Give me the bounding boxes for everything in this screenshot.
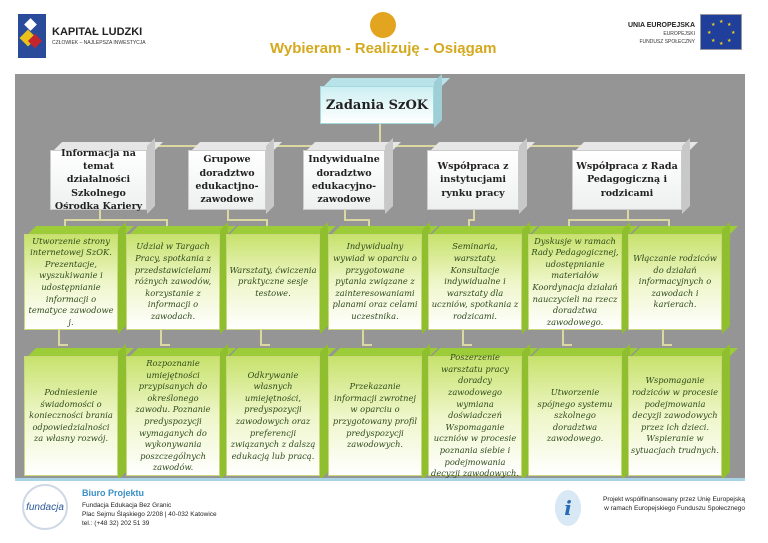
task-box: Wspomaganie rodziców w procesie podejmow… <box>628 344 738 480</box>
task-box-text: Utworzenie strony internetowej SzOK. Pre… <box>28 235 114 327</box>
category-box-text: Grupowe doradztwo edukactjno-zawodowe <box>195 154 259 206</box>
connector-line <box>668 219 670 229</box>
task-box: Podniesienie świadomości o konieczności … <box>24 344 134 480</box>
kl-title: KAPITAŁ LUDZKI <box>52 26 143 38</box>
info-icon: i <box>555 490 581 526</box>
slogan: Wybieram - Realizuję - Osiągam <box>270 40 497 57</box>
task-box-text: Indywidualny wywiad w oparciu o przygoto… <box>332 241 418 322</box>
ue-title: UNIA EUROPEJSKA <box>627 22 695 29</box>
connector-line <box>562 330 564 346</box>
connector-line <box>344 210 346 220</box>
task-box-text: Warsztaty, ćwiczenia praktyczne sesje te… <box>229 264 317 298</box>
task-box-text: Poszerzenie warsztatu pracy doradcy zawo… <box>431 352 519 479</box>
connector-line <box>662 330 664 346</box>
diagram-title-box: Zadania SzOK <box>320 74 450 128</box>
task-box-text: Dyskusje w ramach Rady Pedagogicznej, ud… <box>531 235 619 327</box>
category-box-text: Informacja na temat działalności Szkolne… <box>54 147 143 212</box>
task-box: Utworzenie spójnego systemu szkolnego do… <box>528 344 638 480</box>
connector-line <box>344 219 370 221</box>
connector-line <box>64 219 168 221</box>
connector-line <box>160 344 170 346</box>
category-box-text: Współpraca z Rada Pedagogiczną i rodzica… <box>576 161 678 199</box>
connector-line <box>473 210 475 220</box>
task-box: Poszerzenie warsztatu pracy doradcy zawo… <box>428 344 538 480</box>
task-box: Odkrywanie własnych umiejętności, predys… <box>226 344 336 480</box>
org-name: Fundacja Edukacja Bez Granic <box>82 502 172 509</box>
connector-line <box>627 210 629 220</box>
task-box-text: Odkrywanie własnych umiejętności, predys… <box>230 369 316 461</box>
category-box: Indywidualne doradztwo edukacyjno-zawodo… <box>303 138 401 214</box>
task-box-text: Utworzenie spójnego systemu szkolnego do… <box>537 386 613 444</box>
connector-line <box>379 124 381 146</box>
connector-line <box>662 344 672 346</box>
task-box-text: Seminaria, warsztaty. Konsultacje indywi… <box>431 241 519 322</box>
eu-flag-icon: ★★★★★★★★ <box>700 14 742 50</box>
connector-line <box>266 219 268 229</box>
connector-line <box>58 344 68 346</box>
task-box-text: Podniesienie świadomości o konieczności … <box>29 386 113 444</box>
connector-line <box>562 344 572 346</box>
project-line2: w ramach Europejskiego Funduszu Społeczn… <box>604 505 745 512</box>
category-box: Współpraca z Rada Pedagogiczną i rodzica… <box>572 138 698 214</box>
task-box: Włączanie rodziców do działań informacyj… <box>628 222 738 334</box>
project-line1: Projekt współfinansowany przez Unię Euro… <box>603 496 745 503</box>
category-box: Informacja na temat działalności Szkolne… <box>50 138 163 214</box>
connector-line <box>362 344 372 346</box>
kapital-ludzki-logo <box>18 14 46 58</box>
task-box: Utworzenie strony internetowej SzOK. Pre… <box>24 222 134 334</box>
ue-line2: EUROPEJSKI <box>663 31 695 37</box>
category-box-text: Indywidualne doradztwo edukacyjno-zawodo… <box>308 154 380 206</box>
connector-line <box>98 210 101 220</box>
graduation-globe-icon <box>370 12 396 38</box>
connector-line <box>227 210 229 220</box>
task-box-text: Wspomaganie rodziców w procesie podejmow… <box>631 375 719 456</box>
ue-line3: FUNDUSZ SPOŁECZNY <box>639 39 695 45</box>
connector-line <box>160 330 162 346</box>
connector-line <box>462 330 464 346</box>
connector-line <box>260 344 270 346</box>
footer-divider <box>15 478 745 481</box>
connector-line <box>568 219 570 229</box>
connector-line <box>227 219 268 221</box>
office-heading: Biuro Projektu <box>82 488 145 498</box>
category-box: Współpraca z instytucjami rynku pracy <box>427 138 535 214</box>
task-box-text: Przekazanie informacji zwrotnej w oparci… <box>332 381 418 450</box>
connector-line <box>166 219 168 229</box>
connector-line <box>468 219 475 221</box>
task-box-text: Rozpoznanie umiejętności przypisanych do… <box>135 357 211 473</box>
task-box: Seminaria, warsztaty. Konsultacje indywi… <box>428 222 538 334</box>
category-box: Grupowe doradztwo edukactjno-zawodowe <box>188 138 282 214</box>
connector-line <box>368 219 370 229</box>
task-box: Rozpoznanie umiejętności przypisanych do… <box>126 344 236 480</box>
category-box-text: Współpraca z instytucjami rynku pracy <box>437 161 509 199</box>
connector-line <box>568 219 670 221</box>
connector-line <box>462 344 472 346</box>
connector-line <box>58 330 60 346</box>
task-box: Dyskusje w ramach Rady Pedagogicznej, ud… <box>528 222 638 334</box>
fundacja-logo: fundacja <box>22 484 68 530</box>
task-box-text: Włączanie rodziców do działań informacyj… <box>633 252 717 310</box>
address: Plac Sejmu Śląskiego 2/208 | 40-032 Kato… <box>82 511 217 518</box>
connector-line <box>468 219 470 229</box>
task-box-text: Udział w Targach Pracy, spotkania z prze… <box>134 241 212 322</box>
task-box: Przekazanie informacji zwrotnej w oparci… <box>328 344 438 480</box>
connector-line <box>64 219 66 229</box>
diagram-title: Zadania SzOK <box>325 97 429 113</box>
task-box: Indywidualny wywiad w oparciu o przygoto… <box>328 222 438 334</box>
task-box: Warsztaty, ćwiczenia praktyczne sesje te… <box>226 222 336 334</box>
kl-subtitle: CZŁOWIEK – NAJLEPSZA INWESTYCJA <box>52 40 146 46</box>
connector-line <box>260 330 262 346</box>
phone: tel.: (+48 32) 202 51 39 <box>82 520 150 527</box>
connector-line <box>362 330 364 346</box>
task-box: Udział w Targach Pracy, spotkania z prze… <box>126 222 236 334</box>
